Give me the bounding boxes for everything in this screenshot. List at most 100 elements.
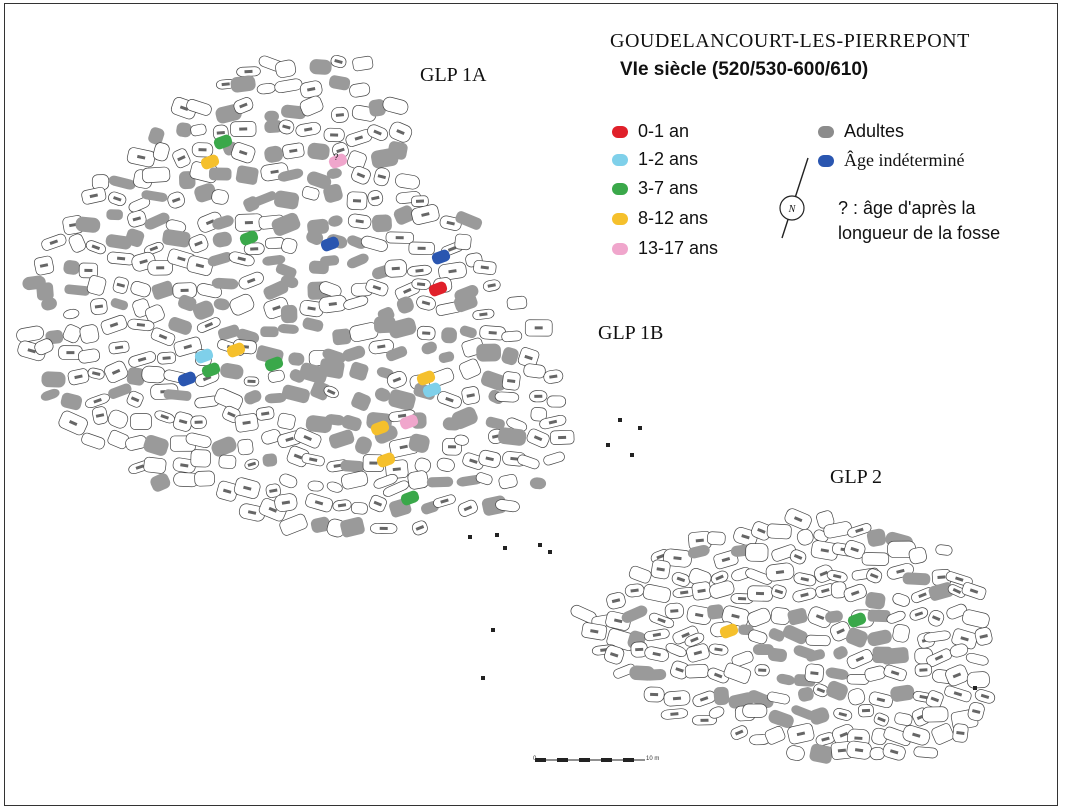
legend-swatch-pink — [612, 242, 628, 255]
child-grave — [320, 236, 340, 252]
grave-number — [877, 716, 886, 723]
adult-grave — [105, 234, 132, 250]
grave-number — [650, 692, 659, 697]
grave-outline — [152, 142, 170, 162]
grave-number — [377, 174, 387, 180]
grave-outline — [281, 237, 298, 254]
grave-number — [670, 609, 679, 613]
grave-outline — [454, 233, 472, 251]
grave-number — [463, 505, 473, 512]
grave-number — [421, 212, 430, 217]
child-grave — [200, 154, 220, 170]
legend-label: 3-7 ans — [638, 178, 699, 198]
grave-number — [289, 148, 298, 153]
grave-number — [850, 546, 859, 553]
grave-number — [244, 220, 253, 225]
grave-number — [304, 127, 313, 132]
grave-outline — [214, 387, 243, 411]
grave-outline — [475, 472, 493, 486]
legend-label: 0-1 an — [638, 121, 690, 141]
grave-outline — [543, 451, 565, 466]
adult-grave — [281, 104, 307, 120]
grave-outline — [274, 78, 303, 94]
small-feature — [618, 418, 622, 422]
adult-grave — [125, 228, 145, 248]
small-feature — [973, 686, 977, 690]
small-feature — [630, 453, 634, 457]
legend-item-8-12: 8-12 ans — [612, 208, 708, 229]
child-grave — [847, 612, 867, 628]
adult-grave — [244, 390, 262, 405]
grave-outline — [823, 521, 853, 539]
adult-grave — [230, 75, 256, 93]
grave-outline — [923, 630, 951, 643]
grave-number — [373, 129, 382, 136]
adult-grave — [60, 392, 83, 411]
zone-label-glp-1a: GLP 1A — [420, 64, 487, 86]
scale-end-label: 10 m — [646, 756, 660, 762]
grave-number — [693, 650, 703, 656]
adult-grave — [768, 628, 785, 642]
grave-number — [775, 570, 785, 575]
grave-number — [656, 567, 665, 572]
grave-outline — [642, 584, 672, 603]
grave-number — [399, 444, 408, 450]
grave-number — [832, 573, 842, 579]
child-grave — [177, 371, 197, 387]
legend-item-0-1: 0-1 an — [612, 121, 689, 142]
adult-grave — [274, 190, 300, 210]
grave-outline — [498, 474, 518, 490]
grave-outline — [684, 664, 709, 679]
adult-grave — [288, 352, 305, 366]
adult-grave — [340, 517, 365, 538]
grave-number — [396, 129, 405, 136]
grave-number — [177, 256, 186, 262]
grave-outline — [141, 166, 171, 184]
grave-number — [308, 457, 318, 462]
adult-grave — [455, 211, 483, 230]
grave-number — [180, 463, 189, 468]
grave-number — [114, 345, 124, 350]
adult-grave — [207, 252, 233, 267]
legend-item-3-7: 3-7 ans — [612, 178, 698, 199]
grave-outline — [458, 358, 482, 380]
grave-number — [111, 368, 121, 375]
grave-number — [889, 749, 899, 755]
grave-number — [548, 419, 558, 425]
adult-grave — [332, 328, 352, 346]
grave-number — [160, 414, 169, 420]
grave-number — [741, 534, 750, 540]
grave-number — [242, 420, 251, 425]
grave-number — [282, 124, 291, 130]
grave-number — [524, 354, 533, 361]
legend-label: Âge indéterminé — [844, 150, 965, 170]
grave-outline — [913, 746, 939, 759]
grave-number — [912, 732, 921, 738]
grave-number — [448, 269, 457, 274]
grave-number — [239, 102, 248, 109]
adult-grave — [782, 625, 808, 645]
adult-grave — [890, 684, 915, 702]
grave-number — [979, 634, 988, 639]
grave-number — [281, 500, 291, 505]
grave-outline — [128, 197, 151, 213]
adult-grave — [162, 229, 191, 248]
legend-item-indetermine: Âge indéterminé — [818, 150, 964, 171]
grave-number — [534, 326, 543, 330]
adult-grave — [264, 145, 283, 163]
grave-number — [403, 287, 412, 294]
grave-outline — [347, 150, 367, 171]
grave-outline — [864, 665, 886, 682]
grave-number — [652, 651, 661, 657]
adult-grave — [826, 680, 848, 701]
grave-outline — [796, 528, 814, 546]
grave-outline — [665, 643, 687, 657]
adult-grave — [309, 59, 332, 75]
grave-number — [95, 413, 105, 418]
grave-number — [510, 456, 519, 461]
grave-outline — [395, 173, 420, 190]
legend-label: Adultes — [844, 121, 905, 141]
grave-outline — [145, 304, 165, 324]
grave-outline — [279, 473, 298, 489]
grave-number — [445, 396, 454, 403]
